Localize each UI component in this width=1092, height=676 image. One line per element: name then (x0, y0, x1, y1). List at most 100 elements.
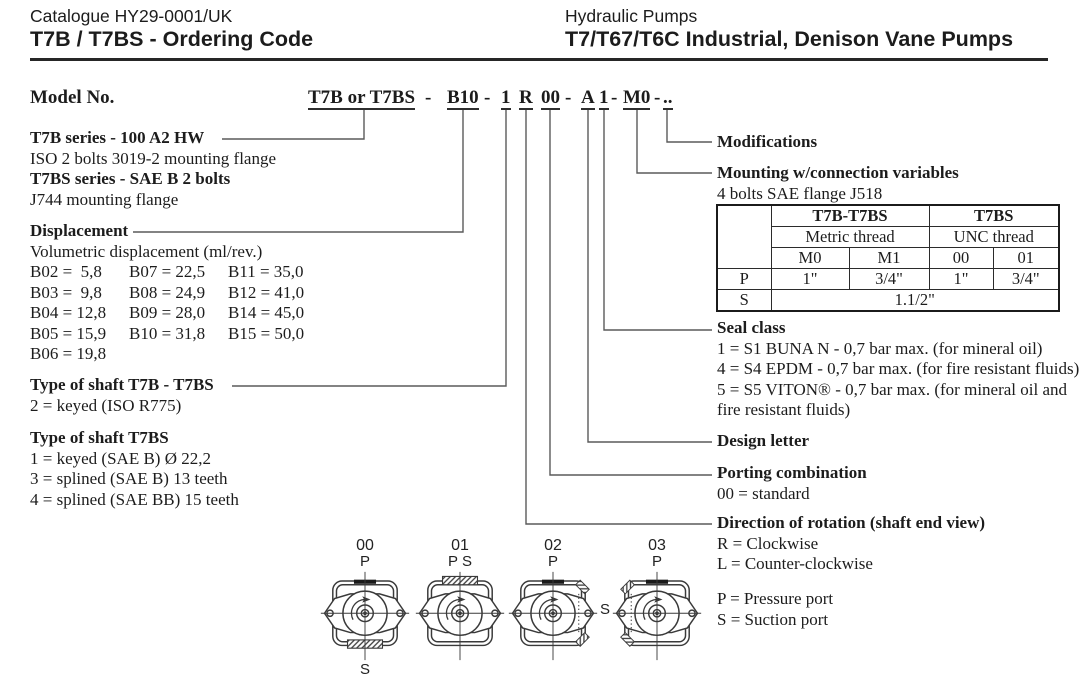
suction-port-hatch (574, 579, 590, 595)
pump-variant-03: 03 P (609, 537, 705, 662)
modifications-title: Modifications (717, 132, 818, 151)
seal-section: Seal class 1 = S1 BUNA N - 0,7 bar max. … (717, 318, 1091, 421)
code-hyphen: - (484, 87, 491, 108)
pump-port-top-label: P S (448, 553, 472, 570)
leader-mounting (636, 110, 712, 174)
ports-legend: P = Pressure port S = Suction port (717, 589, 833, 630)
mounting-title: Mounting w/connection variables (717, 163, 959, 182)
pressure-port-legend: P = Pressure port (717, 589, 834, 608)
pump-port-top-label: P (547, 553, 558, 570)
shaft-t7bs-section: Type of shaft T7BS 1 = keyed (SAE B) Ø 2… (30, 428, 239, 510)
code-segment-seal: 1 (599, 87, 609, 110)
pump-variant-code: 01 (451, 537, 469, 554)
shaft-option: 3 = splined (SAE B) 13 teeth (30, 469, 228, 488)
model-no-label: Model No. (30, 87, 115, 108)
leader-seal (603, 110, 712, 331)
rotation-section: Direction of rotation (shaft end view) R… (717, 513, 985, 575)
code-hyphen: - (654, 87, 661, 108)
rotation-option: R = Clockwise (717, 533, 819, 553)
seal-option: 1 = S1 BUNA N - 0,7 bar max. (for minera… (717, 338, 1043, 358)
pump-diagram-01 (415, 571, 505, 661)
code-hyphen: - (611, 87, 618, 108)
leader-series (222, 110, 365, 140)
pump-variant-01: 01 P S (412, 537, 508, 662)
shaft-option: 2 = keyed (ISO R775) (30, 395, 182, 415)
series-section: T7B series - 100 A2 HW ISO 2 bolts 3019-… (30, 128, 276, 210)
pump-variant-code: 03 (648, 537, 666, 554)
code-segment-porting: 00 (541, 87, 560, 110)
t7bs-series-desc: J744 mounting flange (30, 189, 179, 209)
displacement-section: Displacement Volumetric displacement (ml… (30, 221, 327, 365)
table-thread-header: UNC thread (928, 226, 1060, 248)
table-cell: 1" (928, 268, 994, 290)
leader-porting (549, 110, 712, 476)
table-row-label-s: S (716, 289, 772, 312)
leader-rotation (525, 110, 712, 525)
table-code-header: 00 (928, 247, 994, 269)
displacement-row: B06 = 19,8 (30, 344, 327, 365)
rotation-arrowhead-icon (550, 596, 559, 603)
code-segment-series: T7B or T7BS (308, 87, 416, 110)
table-code-header: M1 (848, 247, 930, 269)
pump-variant-code: 02 (544, 537, 562, 554)
porting-title: Porting combination (717, 463, 867, 482)
displacement-value: B04 = 12,8 (30, 303, 107, 322)
rotation-arrow-icon (642, 598, 658, 620)
pump-diagram-00 (320, 571, 410, 661)
t7b-series-title: T7B series - 100 A2 HW (30, 128, 205, 147)
displacement-value: B15 = 50,0 (228, 323, 305, 343)
mounting-table: T7B-T7BS T7BS Metric thread UNC thread M… (716, 204, 1061, 312)
catalogue-number: Catalogue HY29-0001/UK (30, 6, 233, 26)
displacement-title: Displacement (30, 221, 129, 240)
crosshair-lines (612, 571, 702, 661)
page-title: T7B / T7BS - Ordering Code (30, 27, 314, 51)
shaft-option: 4 = splined (SAE BB) 15 teeth (30, 489, 239, 509)
suction-port-hatch (620, 631, 636, 647)
pump-diagram-02 (508, 571, 598, 661)
displacement-value: B10 = 31,8 (129, 323, 206, 343)
pump-variant-02: 02 P (505, 537, 601, 662)
mounting-section: Mounting w/connection variables 4 bolts … (717, 163, 959, 204)
product-line: Hydraulic Pumps (565, 6, 698, 26)
displacement-value: B09 = 28,0 (129, 303, 206, 322)
leader-displacement (133, 110, 464, 233)
rotation-arrowhead-icon (362, 596, 371, 603)
rotation-arrow-icon (350, 598, 366, 620)
table-thread-header: Metric thread (770, 226, 930, 248)
table-group-header: T7B-T7BS (770, 204, 930, 227)
t7b-series-desc: ISO 2 bolts 3019-2 mounting flange (30, 148, 277, 168)
displacement-value: B03 = 9,8 (30, 282, 102, 302)
shaft-option: 1 = keyed (SAE B) Ø 22,2 (30, 448, 211, 468)
seal-title: Seal class (717, 318, 786, 337)
code-segment-displacement: B10 (447, 87, 479, 110)
displacement-row: B02 = 5,8 B07 = 22,5 B11 = 35,0 (30, 262, 327, 283)
leader-shaft (232, 110, 507, 387)
suction-port-legend: S = Suction port (717, 609, 829, 629)
displacement-value (129, 344, 228, 365)
t7bs-series-title: T7BS series - SAE B 2 bolts (30, 169, 231, 188)
page-subtitle: T7/T67/T6C Industrial, Denison Vane Pump… (565, 27, 1014, 51)
table-code-header: 01 (992, 247, 1060, 269)
shaft-t7b-title: Type of shaft T7B - T7BS (30, 375, 214, 394)
displacement-row: B03 = 9,8 B08 = 24,9 B12 = 41,0 (30, 283, 327, 304)
displacement-value: B12 = 41,0 (228, 282, 305, 302)
code-segment-modifications: .. (663, 87, 673, 110)
displacement-value: B11 = 35,0 (228, 262, 304, 281)
code-segment-shaft: 1 (501, 87, 511, 110)
code-segment-rotation: R (519, 87, 533, 110)
code-segment-mounting: M0 (623, 87, 651, 110)
displacement-row: B05 = 15,9 B10 = 31,8 B15 = 50,0 (30, 324, 327, 345)
displacement-value: B05 = 15,9 (30, 323, 107, 343)
seal-option: 5 = S5 VITON® - 0,7 bar max. (for minera… (717, 379, 1068, 420)
table-cell: 3/4" (992, 268, 1060, 290)
code-hyphen: - (565, 87, 572, 108)
displacement-row: B04 = 12,8 B09 = 28,0 B14 = 45,0 (30, 303, 327, 324)
porting-section: Porting combination 00 = standard (717, 463, 867, 504)
shaft-t7bs-title: Type of shaft T7BS (30, 428, 169, 447)
rotation-arrow-icon (445, 598, 461, 620)
rotation-arrowhead-icon (457, 596, 466, 603)
crosshair-lines (415, 571, 505, 661)
displacement-value (228, 344, 327, 365)
